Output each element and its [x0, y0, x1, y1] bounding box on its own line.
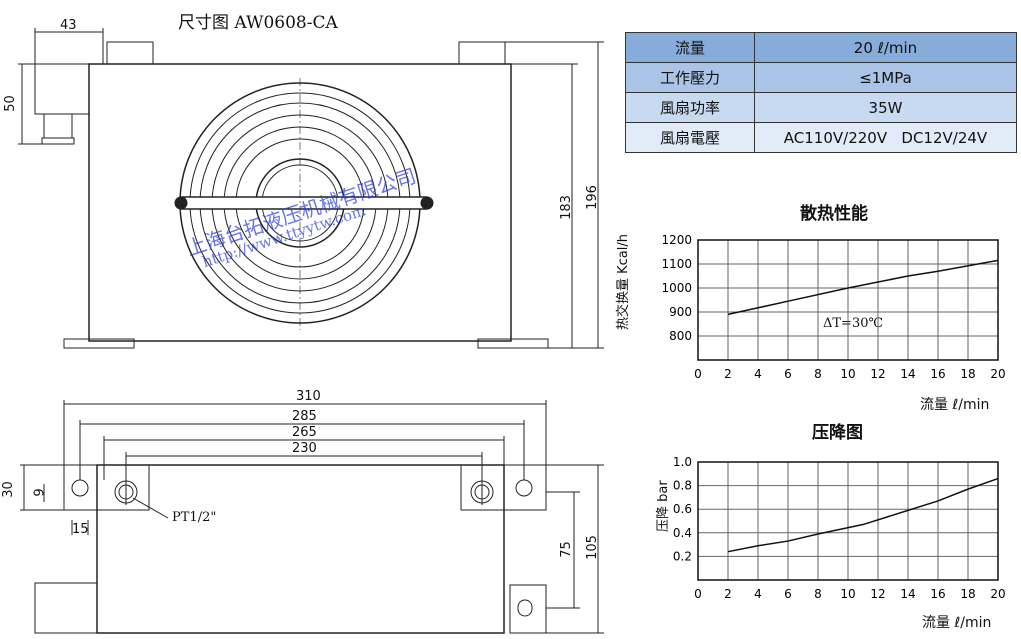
plot-frame: [697, 239, 999, 361]
x-tick-label: 20: [990, 587, 1005, 601]
pressure-chart-xlabel: 流量 ℓ/min: [922, 615, 992, 631]
spec-label: 流量: [625, 32, 755, 63]
series-line: [727, 477, 999, 553]
y-tick-label: 1100: [661, 257, 692, 271]
x-tick-label: 4: [754, 587, 762, 601]
plot-frame: [697, 461, 999, 581]
y-tick-label: 0.4: [673, 526, 692, 540]
heat-chart-title: 散热性能: [800, 204, 868, 224]
dim-310: 310: [296, 389, 321, 404]
x-tick-label: 2: [724, 587, 732, 601]
x-tick-label: 16: [930, 587, 945, 601]
x-tick-label: 16: [930, 367, 945, 381]
x-tick-label: 10: [840, 587, 855, 601]
x-tick-label: 14: [900, 587, 915, 601]
y-tick-label: 0.2: [673, 549, 692, 563]
spec-value: 35W: [754, 92, 1017, 123]
heat-chart-annotation: ΔT=30℃: [823, 316, 884, 331]
front-view: [18, 28, 604, 349]
y-tick-label: 1000: [661, 281, 692, 295]
spec-label: 工作壓力: [625, 62, 755, 93]
x-tick-label: 18: [960, 367, 975, 381]
x-tick-label: 10: [840, 367, 855, 381]
x-tick-label: 8: [814, 367, 822, 381]
x-tick-label: 4: [754, 367, 762, 381]
dim-43: 43: [60, 18, 77, 33]
heat-chart-xlabel: 流量 ℓ/min: [920, 397, 990, 413]
y-tick-label: 0.8: [673, 479, 692, 493]
table-row: 工作壓力≤1MPa: [625, 62, 1017, 93]
bottom-view: [20, 400, 604, 634]
x-tick-label: 6: [784, 587, 792, 601]
x-tick-label: 0: [694, 367, 702, 381]
x-tick-label: 12: [870, 587, 885, 601]
x-tick-label: 18: [960, 587, 975, 601]
spec-value: AC110V/220V DC12V/24V: [754, 122, 1017, 153]
series-line: [727, 259, 999, 316]
x-tick-label: 20: [990, 367, 1005, 381]
dim-15: 15: [72, 522, 89, 537]
y-tick-label: 800: [669, 329, 692, 343]
port-label: PT1/2": [172, 510, 217, 525]
x-tick-label: 12: [870, 367, 885, 381]
spec-label: 風扇電壓: [625, 122, 755, 153]
x-tick-label: 14: [900, 367, 915, 381]
x-tick-label: 8: [814, 587, 822, 601]
dim-230: 230: [292, 441, 317, 456]
y-tick-label: 900: [669, 305, 692, 319]
dim-285: 285: [292, 409, 317, 424]
x-tick-label: 2: [724, 367, 732, 381]
y-tick-label: 0.6: [673, 502, 692, 516]
x-tick-label: 6: [784, 367, 792, 381]
pressure-chart-title: 压降图: [812, 423, 863, 443]
dim-265: 265: [292, 425, 317, 440]
drawing-title: 尺寸图 AW0608-CA: [178, 13, 338, 33]
y-tick-label: 1.0: [673, 455, 692, 469]
spec-label: 風扇功率: [625, 92, 755, 123]
x-tick-label: 0: [694, 587, 702, 601]
fan-grille: [174, 78, 434, 330]
y-tick-label: 1200: [661, 233, 692, 247]
